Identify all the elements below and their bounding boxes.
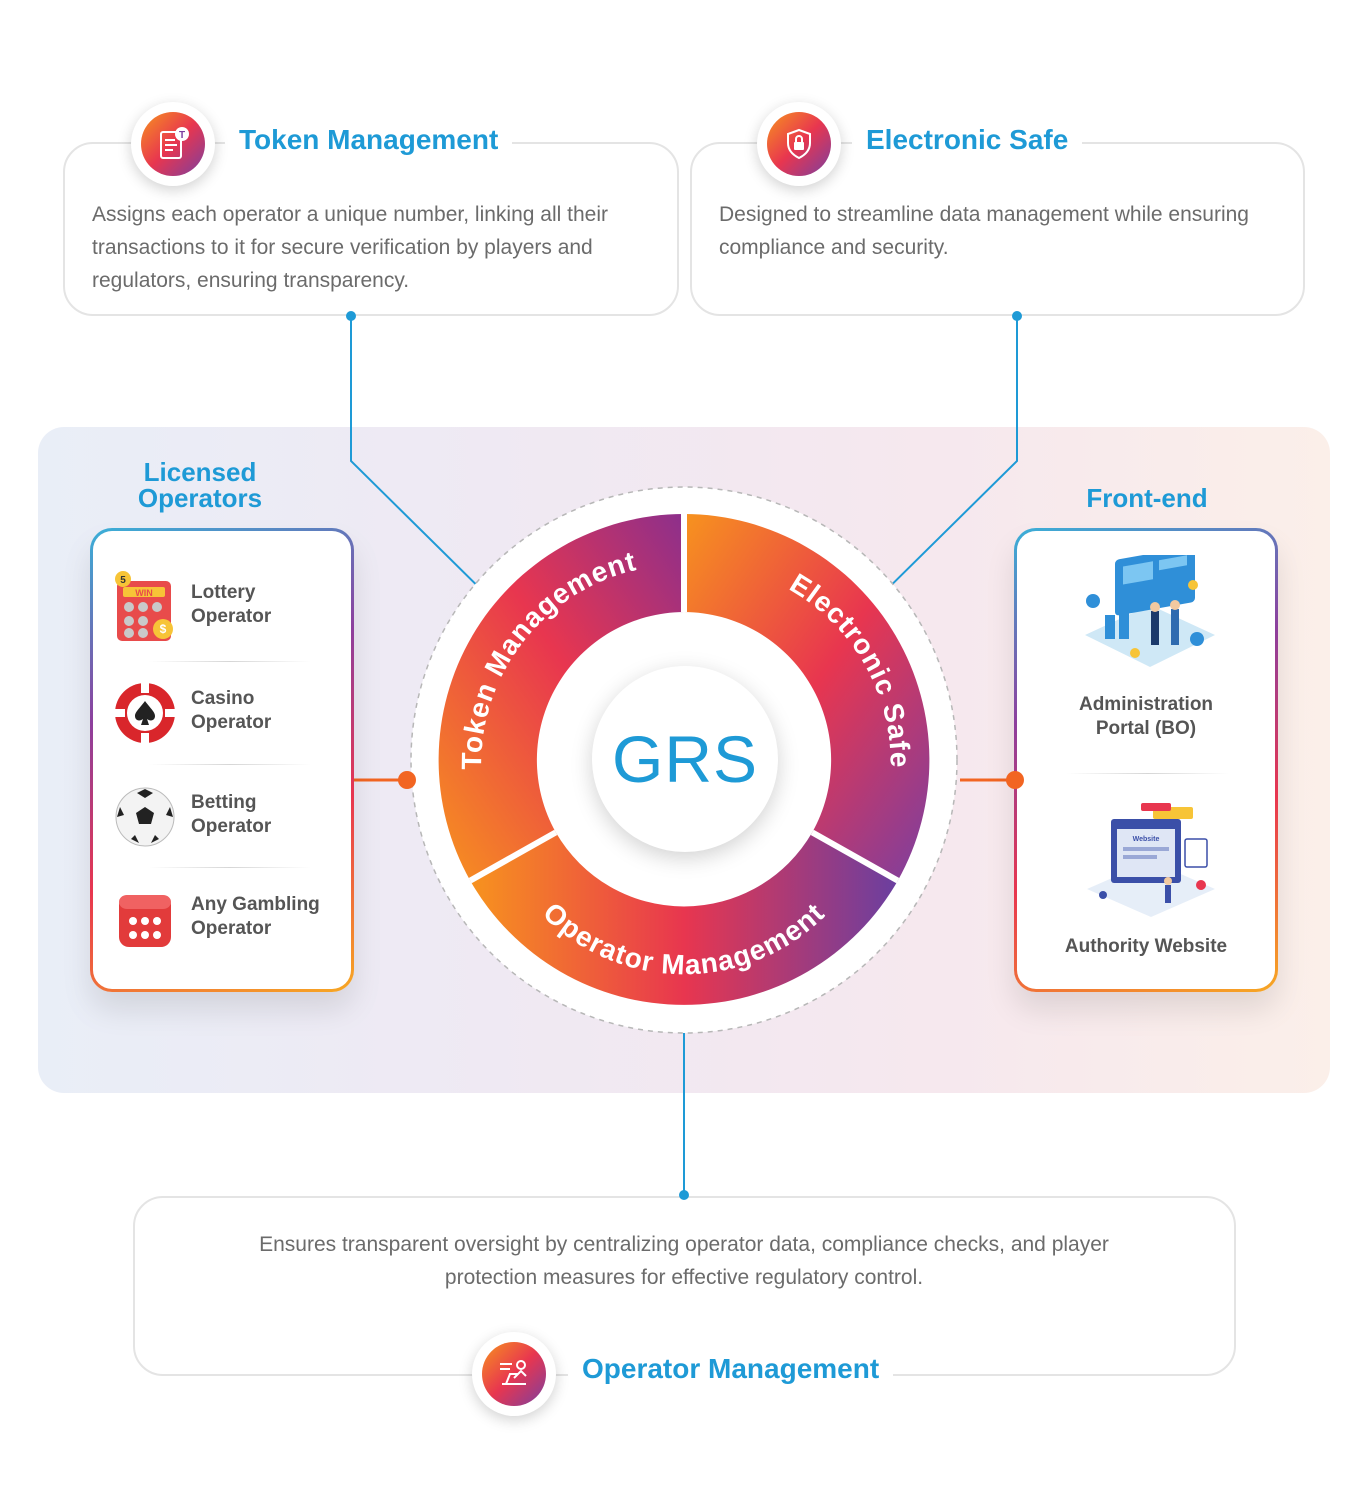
betting-operator-label: Betting Operator	[191, 792, 272, 837]
token-management-text: Assigns each operator a unique number, l…	[92, 203, 608, 292]
list-item-betting: Betting Operator	[113, 779, 353, 849]
list-item-casino: Casino Operator	[113, 675, 353, 745]
svg-text:5: 5	[120, 575, 126, 586]
separator	[149, 867, 311, 868]
electronic-safe-segment	[684, 514, 930, 881]
electronic-safe-title: Electronic Safe	[852, 124, 1083, 156]
licensed-operators-box: WIN $ 5 Lottery Operator Casino Operator	[90, 528, 354, 992]
licensed-operators-heading-text: Licensed Operators	[137, 457, 263, 513]
separator	[149, 764, 311, 765]
admin-portal-illustration	[1085, 555, 1215, 667]
soccer-ball-icon	[115, 787, 175, 847]
list-item-any-gambling: Any Gambling Operator	[113, 881, 353, 951]
svg-text:$: $	[160, 622, 167, 636]
operator-management-title: Operator Management	[568, 1353, 894, 1385]
left-connector-dot	[398, 771, 416, 789]
lottery-operator-label: Lottery Operator	[191, 582, 272, 627]
administration-portal-label: Administration Portal (BO)	[1078, 694, 1214, 739]
front-end-box: Administration Portal (BO) Website Autho…	[1014, 528, 1278, 992]
safe-connector	[861, 316, 1018, 615]
authority-website-label: Authority Website	[1064, 936, 1228, 957]
lottery-ticket-icon: WIN $ 5	[115, 571, 173, 641]
operator-management-text: Ensures transparent oversight by central…	[259, 1233, 1109, 1289]
shield-lock-icon	[757, 102, 841, 186]
separator	[1067, 773, 1229, 774]
casino-chip-icon	[115, 683, 175, 743]
operator-management-segment	[470, 832, 898, 1005]
electronic-safe-text: Designed to streamline data management w…	[719, 203, 1249, 259]
separator	[149, 661, 311, 662]
licensed-operators-heading: Licensed Operators	[90, 459, 310, 511]
dice-icon	[119, 895, 171, 947]
website-illustration: Website	[1087, 803, 1215, 917]
token-management-title: Token Management	[225, 124, 513, 156]
token-document-icon: T	[131, 102, 215, 186]
list-item-lottery: WIN $ 5 Lottery Operator	[113, 569, 353, 641]
token-connector	[350, 316, 510, 618]
grs-center: GRS	[592, 666, 778, 852]
any-gambling-operator-label: Any Gambling Operator	[191, 894, 320, 939]
svg-text:WIN: WIN	[135, 588, 153, 598]
casino-operator-label: Casino Operator	[191, 688, 272, 733]
website-screen-text: Website	[1133, 836, 1160, 843]
operator-desk-icon	[472, 1332, 556, 1416]
grs-label: GRS	[611, 722, 759, 796]
token-management-segment	[438, 514, 684, 881]
front-end-heading: Front-end	[1086, 483, 1208, 513]
svg-text:T: T	[179, 130, 185, 141]
right-connector-dot	[1006, 771, 1024, 789]
